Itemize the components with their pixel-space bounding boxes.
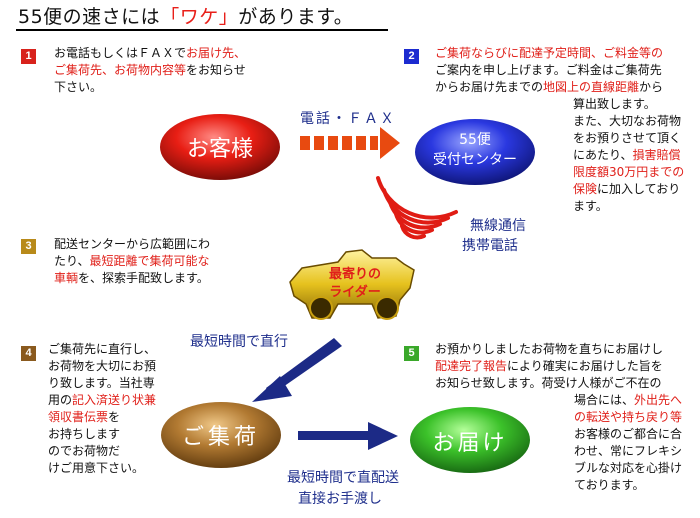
delivery-label: お届け (432, 431, 508, 456)
step-3-text: 配送センターから広範囲にわ たり、最短距離で集荷可能な 車輌を、探索手配致します… (54, 237, 211, 285)
delivery-arrow (298, 422, 398, 450)
rider-icon (289, 249, 415, 320)
center-node (415, 119, 535, 185)
title-underline (16, 29, 388, 31)
step-5-text: お預かりしましたお荷物を直ちにお届けし 配達完了報告により確実にお届けした旨を … (435, 342, 683, 492)
step-5-badge: 5 (404, 346, 419, 361)
direct-label: 最短時間で直行 (190, 334, 288, 350)
direct-delivery-label: 最短時間で直配送 (287, 470, 399, 486)
step-2-badge: 2 (404, 49, 419, 64)
pickup-node (161, 402, 281, 468)
step-2-text: ご集荷ならびに配達予定時間、ご料金等の ご案内を申し上げます。ご料金はご集荷先 … (435, 46, 685, 213)
delivery-node (410, 407, 530, 473)
wireless-waves-icon (376, 176, 458, 240)
step-1-text: お電話もしくはＦＡＸでお届け先、 ご集荷先、お荷物内容等をお知らせ 下さい。 (54, 46, 247, 94)
step-4-text: ご集荷先に直行し、 お荷物を大切にお預 り致します。当社専 用の記入済送り状兼 … (48, 342, 157, 475)
phone-fax-label: 電話・ＦＡＸ (300, 111, 396, 127)
mobile-label: 携帯電話 (462, 238, 518, 254)
page-title: 55便の速さには「ワケ」があります。 (18, 6, 354, 28)
pickup-label: ご集荷 (181, 425, 260, 450)
direct-arrow (252, 338, 342, 402)
step-1-badge: 1 (21, 49, 36, 64)
phone-fax-arrow (300, 127, 400, 159)
center-label: 55便 受付センター (433, 132, 517, 168)
rider-label: 最寄りの ライダー (328, 267, 381, 300)
step-3-badge: 3 (21, 239, 36, 254)
handover-label: 直接お手渡し (298, 491, 382, 507)
step-4-badge: 4 (21, 346, 36, 361)
wireless-label: 無線通信 (470, 218, 526, 234)
customer-node (160, 114, 280, 180)
customer-label: お客様 (186, 137, 253, 162)
